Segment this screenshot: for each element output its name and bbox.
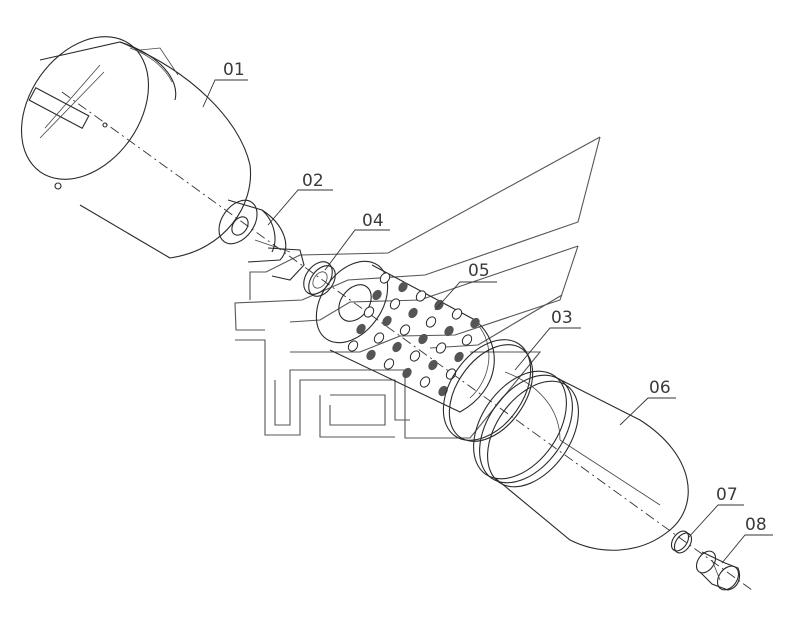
perforation-hole <box>383 358 395 370</box>
part-01-housing <box>20 36 252 259</box>
perforation-hole <box>389 298 401 310</box>
perforation-hole <box>418 333 428 345</box>
leader-lines <box>202 79 773 564</box>
label-04: 04 <box>362 211 384 231</box>
label-01: 01 <box>223 60 245 80</box>
label-08: 08 <box>745 515 767 535</box>
perforation-hole <box>470 317 480 329</box>
perforation-hole <box>366 349 376 361</box>
part-03-o-ring <box>442 339 534 442</box>
label-06: 06 <box>649 378 671 398</box>
perforation-hole <box>392 341 402 353</box>
perforation-hole <box>425 316 437 328</box>
part-08-drain-plug <box>695 550 741 591</box>
perforation-hole <box>408 307 418 319</box>
perforation-hole <box>399 324 411 336</box>
perforation-hole <box>438 385 448 397</box>
part-labels: 01 02 04 05 03 06 07 08 <box>223 60 767 535</box>
perforation-hole <box>445 368 457 380</box>
perforation-hole <box>444 325 454 337</box>
perforation-hole <box>398 281 408 293</box>
perforation-hole <box>347 340 359 352</box>
perforation-hole <box>372 289 382 301</box>
label-02: 02 <box>302 171 324 191</box>
label-03: 03 <box>551 308 573 328</box>
perforation-hole <box>363 306 375 318</box>
perforation-hole <box>373 332 385 344</box>
perforation-hole <box>454 351 464 363</box>
label-05: 05 <box>468 261 490 281</box>
label-07: 07 <box>716 485 738 505</box>
perforation-hole <box>419 376 431 388</box>
center-axis <box>61 91 753 591</box>
perforation-hole <box>461 334 473 346</box>
part-06-bowl <box>473 370 689 551</box>
watermark-logo <box>234 136 601 439</box>
perforation-hole <box>409 350 421 362</box>
part-05-perforated-tube <box>315 260 495 413</box>
perforation-hole <box>451 308 463 320</box>
perforation-hole <box>382 315 392 327</box>
part-04-ring <box>303 261 336 297</box>
part-02-connector <box>218 199 305 281</box>
perforation-hole <box>379 272 391 284</box>
perforation-hole <box>415 290 427 302</box>
perforation-hole <box>356 323 366 335</box>
perforation-hole <box>435 342 447 354</box>
perforation-hole <box>402 367 412 379</box>
part-07-washer <box>670 530 693 554</box>
perforation-hole <box>428 359 438 371</box>
